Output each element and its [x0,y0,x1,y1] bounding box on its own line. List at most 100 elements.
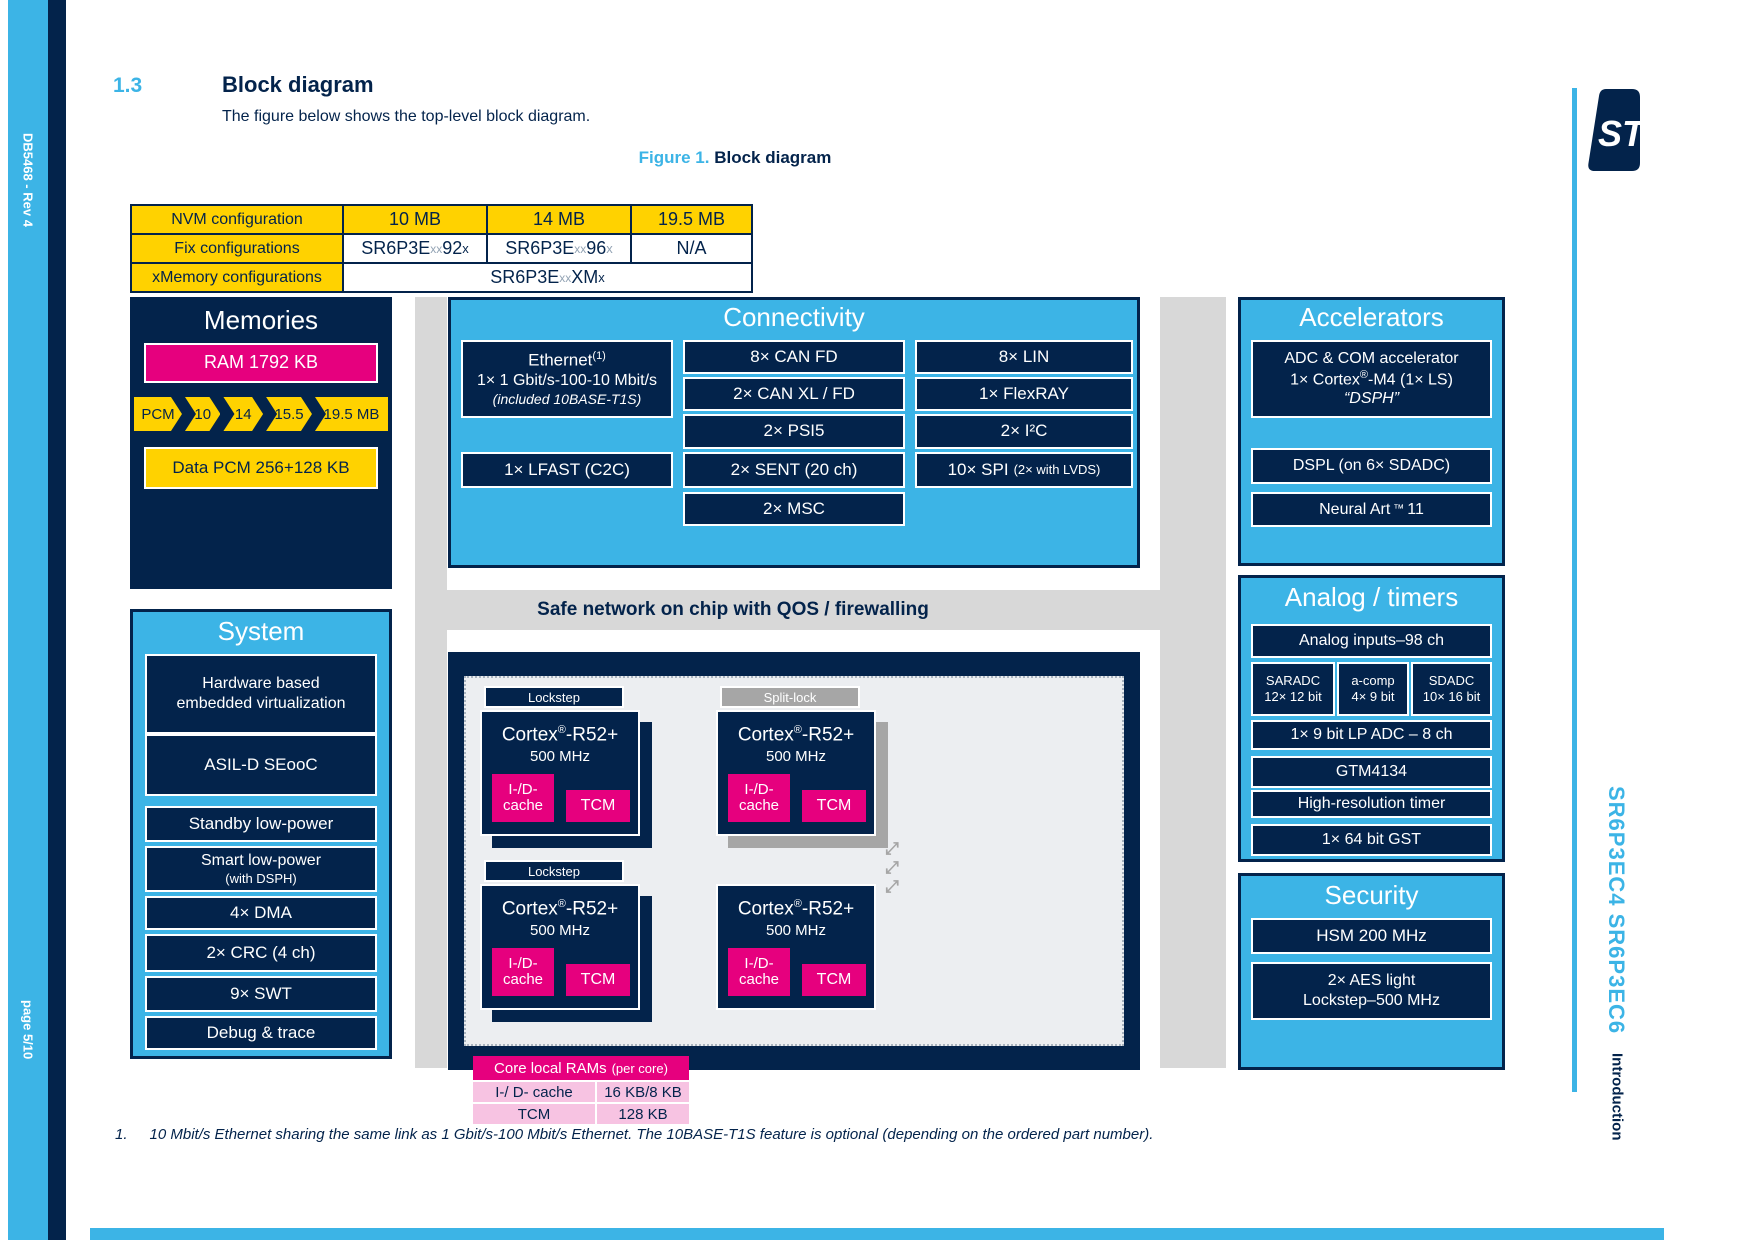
figure-title: Block diagram [714,148,832,167]
lp-adc-box: 1× 9 bit LP ADC – 8 ch [1251,720,1492,750]
system-item-dma: 4× DMA [145,896,377,930]
id-cache-box: I-/D-cache [492,948,554,996]
split-lock-arrows-icon: ⤢ ⤢ ⤢ [885,839,899,897]
bottom-blue-bar [90,1228,1664,1240]
table-row-label: Fix configurations [132,235,342,262]
connectivity-block: Connectivity Ethernet(1) 1× 1 Gbit/s-100… [448,297,1140,568]
lockstep-label: Lockstep [484,860,624,882]
system-item-virtualization: Hardware based embedded virtualization [145,654,377,734]
neural-art-box: Neural Art ™ 11 [1251,492,1492,527]
security-block: Security HSM 200 MHz 2× AES light Lockst… [1238,873,1505,1070]
pcm-step: 10 [185,397,220,431]
right-blue-line [1572,88,1577,1092]
system-item-crc: 2× CRC (4 ch) [145,934,377,972]
section-intro: The figure below shows the top-level blo… [222,108,591,125]
nvm-config-table: NVM configuration 10 MB 14 MB 19.5 MB Fi… [130,204,753,293]
split-lock-label: Split-lock [720,686,860,708]
cpu-block: Lockstep Cortex®-R52+ 500 MHz I-/D-cache… [448,652,1140,1070]
lfast-box: 1× LFAST (C2C) [461,452,673,488]
left-navy-strip [48,0,66,1240]
core-frequency: 500 MHz [765,748,827,766]
table-row-label: xMemory configurations [132,264,342,291]
accelerators-title: Accelerators [1299,302,1444,332]
dspl-box: DSPL (on 6× SDADC) [1251,448,1492,484]
memories-title: Memories [203,305,319,335]
section-title: Block diagram [222,72,374,97]
system-block: System Hardware based embedded virtualiz… [130,609,392,1059]
noc-banner-text: Safe network on chip with QOS / firewall… [537,599,929,620]
core-rams-rows: I-/ D- cache 16 KB/8 KB TCM 128 KB [473,1082,689,1124]
cortex-r52-core-4: Cortex®-R52+ 500 MHz I-/D-cache TCM [716,884,876,1010]
product-name-vertical: SR6P3EC4 SR6P3EC6 [1604,785,1629,1035]
page-number: page 5/10 [20,1000,36,1060]
st-logo: ST [1588,89,1642,171]
pcm-chevron-strip: PCM 10 14 15.5 19.5 MB [134,397,388,431]
pcm-step: 15.5 [266,397,312,431]
data-pcm-box: Data PCM 256+128 KB [144,447,378,489]
tcm-box: TCM [566,964,630,996]
table-cell: 14 MB [488,206,630,233]
connectivity-title: Connectivity [723,302,865,332]
system-title: System [217,616,305,646]
noc-band [415,590,1226,630]
i2c-box: 2× I²C [915,414,1133,449]
high-res-timer-box: High-resolution timer [1251,790,1492,818]
footnote-text: 10 Mbit/s Ethernet sharing the same link… [149,1126,1154,1143]
tcm-box: TCM [802,964,866,996]
security-title: Security [1324,880,1419,910]
pcm-step: 14 [223,397,263,431]
flexray-box: 1× FlexRAY [915,377,1133,411]
pcm-step: PCM [134,397,182,431]
table-cell: TCM [473,1104,595,1124]
lockstep-label: Lockstep [484,686,624,708]
gst-box: 1× 64 bit GST [1251,824,1492,856]
system-item-standby: Standby low-power [145,806,377,842]
table-cell: N/A [632,235,751,262]
table-cell: 128 KB [597,1104,689,1124]
doc-reference: DB5468 - Rev 4 [20,133,36,227]
table-cell: 19.5 MB [632,206,751,233]
id-cache-box: I-/D-cache [492,774,554,822]
aes-box: 2× AES light Lockstep–500 MHz [1251,962,1492,1020]
id-cache-box: I-/D-cache [728,774,790,822]
can-xl-box: 2× CAN XL / FD [683,377,905,411]
figure-caption: Figure 1. Block diagram [400,148,1070,168]
system-item-smart-low-power: Smart low-power (with DSPH) [145,846,377,892]
core-frequency: 500 MHz [529,922,591,940]
system-item-swt: 9× SWT [145,976,377,1012]
core-local-rams-table: Core local RAMs (per core) I-/ D- cache … [473,1056,689,1124]
table-cell: I-/ D- cache [473,1082,595,1102]
analog-inputs-box: Analog inputs–98 ch [1251,624,1492,658]
core-name: Cortex®-R52+ [737,724,855,746]
core-frequency: 500 MHz [529,748,591,766]
core-name: Cortex®-R52+ [737,898,855,920]
tcm-box: TCM [566,790,630,822]
ram-box: RAM 1792 KB [144,343,378,383]
cortex-r52-core-3: Cortex®-R52+ 500 MHz I-/D-cache TCM [480,884,640,1010]
msc-box: 2× MSC [683,492,905,526]
system-item-asil: ASIL-D SEooC [145,734,377,796]
psi5-box: 2× PSI5 [683,414,905,449]
table-row-label: NVM configuration [132,206,342,233]
id-cache-box: I-/D-cache [728,948,790,996]
core-rams-header: Core local RAMs (per core) [473,1056,689,1080]
core-frequency: 500 MHz [765,922,827,940]
memories-block: Memories RAM 1792 KB PCM 10 14 15.5 19.5… [130,297,392,589]
core-name: Cortex®-R52+ [501,898,619,920]
left-blue-strip [8,0,48,1240]
pcm-step: 19.5 MB [314,397,388,431]
section-number: 1.3 [113,74,143,97]
can-fd-box: 8× CAN FD [683,340,905,374]
gtm-box: GTM4134 [1251,756,1492,788]
cortex-r52-core-1: Cortex®-R52+ 500 MHz I-/D-cache TCM [480,710,640,836]
st-logo-text: ST [1598,113,1642,154]
adc-com-accelerator-box: ADC & COM accelerator 1× Cortex®-M4 (1× … [1251,340,1492,418]
sent-box: 2× SENT (20 ch) [683,452,905,488]
